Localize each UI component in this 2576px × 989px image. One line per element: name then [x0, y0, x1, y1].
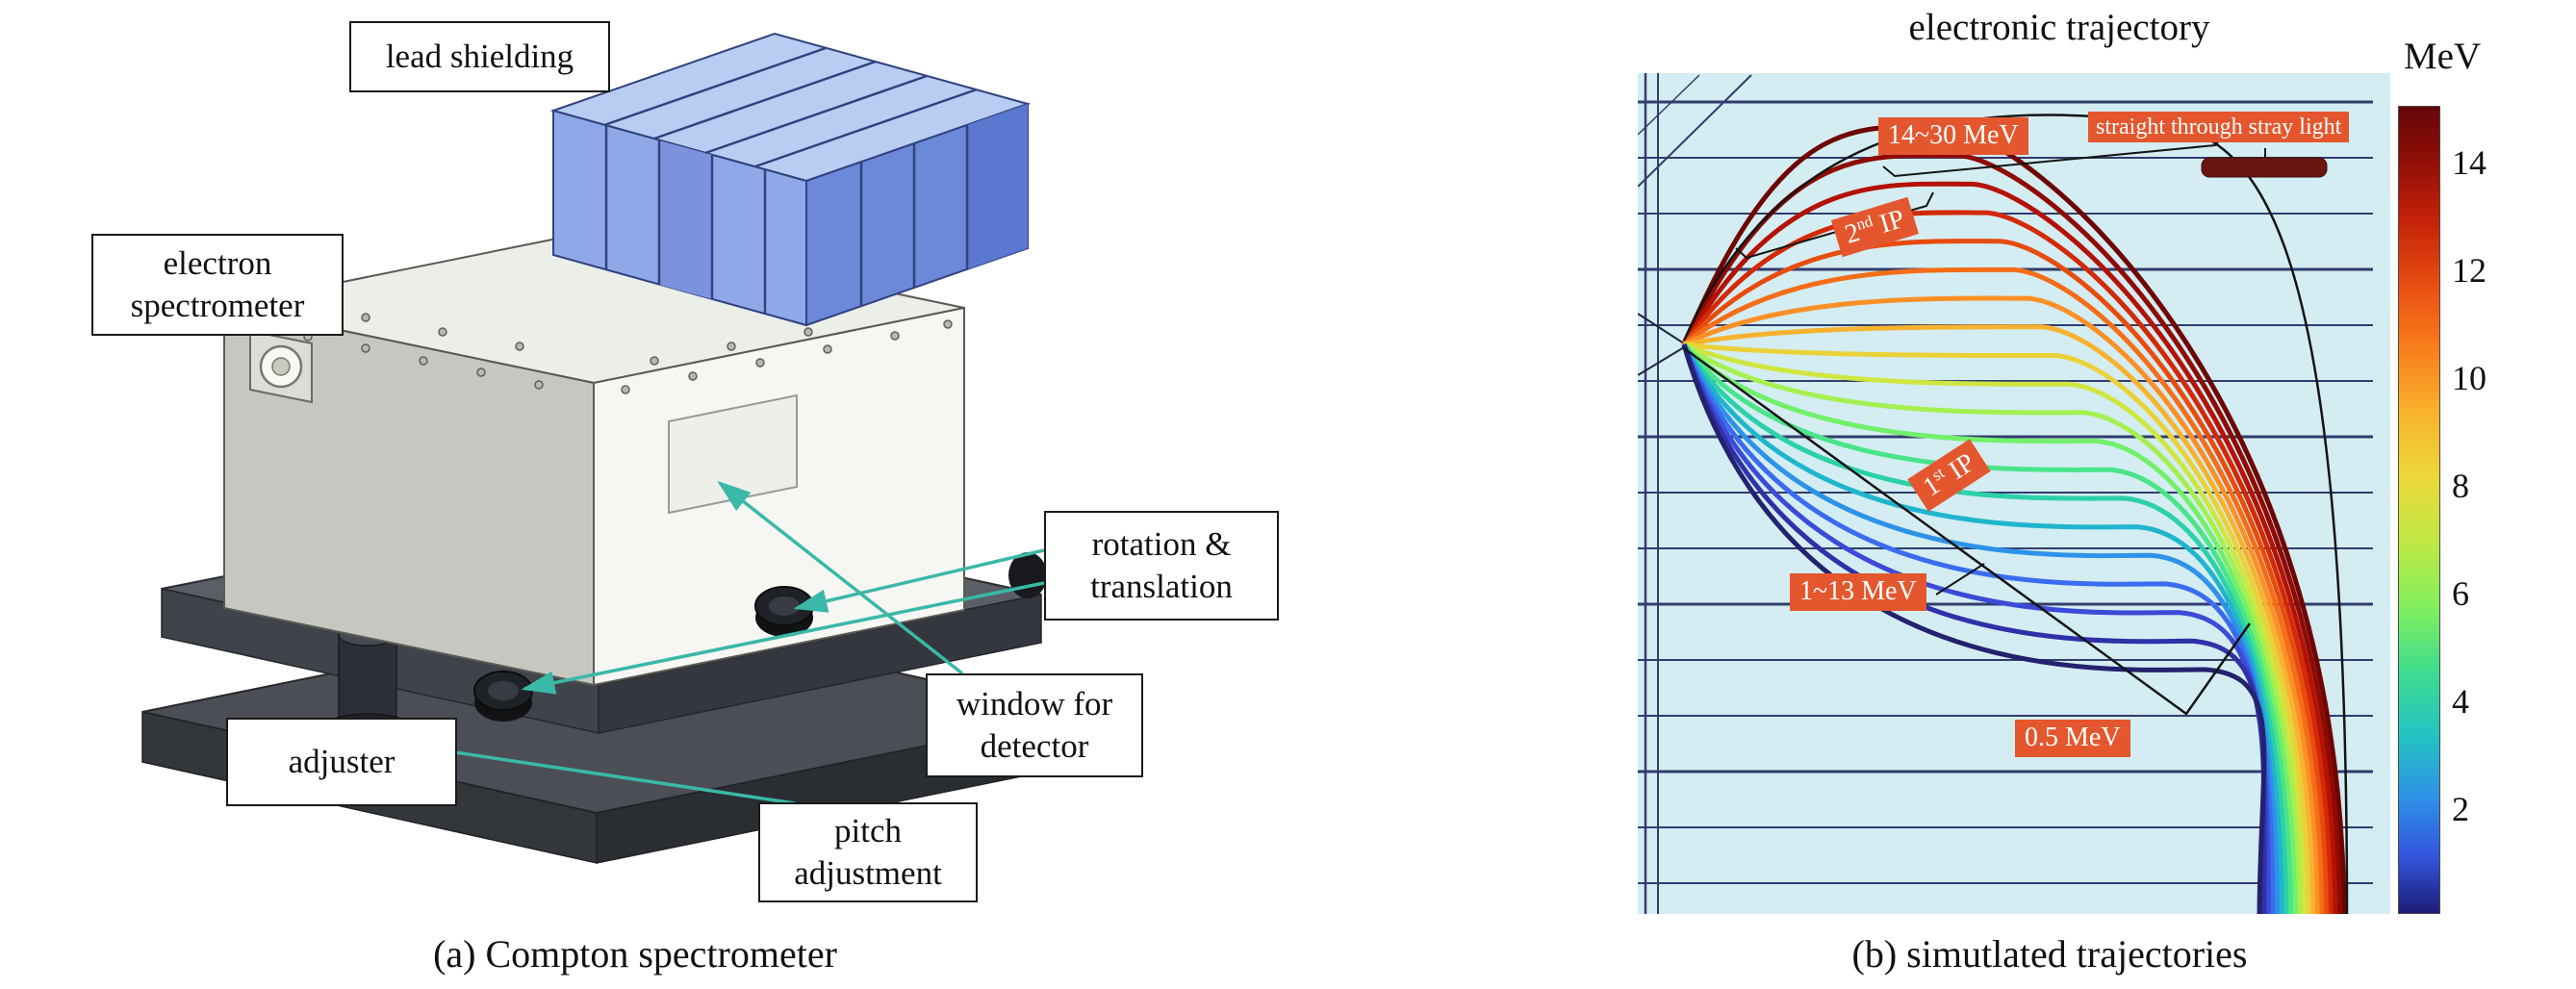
colorbar-tick: 14	[2452, 143, 2487, 182]
beam-entrance-lines	[1638, 73, 1752, 914]
label-rotation-translation: rotation & translation	[1044, 511, 1279, 621]
trajectory-plot: 14~30 MeV straight through stray light 2…	[1638, 73, 2390, 914]
annotation-stray-light: straight through stray light	[2088, 112, 2350, 143]
label-lead-shielding: lead shielding	[349, 21, 610, 92]
rotation-knob-left	[473, 671, 533, 722]
colorbar-tick: 12	[2452, 251, 2487, 290]
annotation-half-mev: 0.5 MeV	[2015, 720, 2130, 757]
label-pitch-adjustment: pitch adjustment	[758, 802, 978, 902]
detector-window-outline	[668, 393, 798, 515]
rotation-knob-right	[754, 586, 814, 637]
panel-b-caption: (b) simutlated trajectories	[1851, 932, 2248, 976]
label-window-for-detector: window for detector	[926, 673, 1143, 777]
panel-b-title: electronic trajectory	[1908, 7, 2210, 48]
colorbar	[2398, 106, 2440, 914]
colorbar-tick: 8	[2452, 467, 2469, 505]
stray-light-spot	[2201, 157, 2328, 178]
annotation-low-range: 1~13 MeV	[1790, 573, 1926, 611]
label-electron-spectrometer: electron spectrometer	[91, 234, 344, 336]
annotation-high-range: 14~30 MeV	[1878, 117, 2028, 155]
colorbar-tick: 10	[2452, 359, 2487, 397]
lead-shielding-block	[549, 32, 1032, 327]
colorbar-tick: 2	[2452, 790, 2469, 828]
electron-trajectories	[1681, 124, 2347, 914]
colorbar-tick: 6	[2452, 574, 2469, 613]
colorbar-unit: MeV	[2404, 36, 2482, 77]
colorbar-tick: 4	[2452, 682, 2469, 721]
panel-a-caption: (a) Compton spectrometer	[433, 932, 837, 976]
trajectory-canvas	[1638, 73, 2373, 914]
circular-port	[249, 329, 313, 404]
spectrometer-illustration	[141, 32, 1084, 864]
label-adjuster: adjuster	[226, 718, 457, 806]
